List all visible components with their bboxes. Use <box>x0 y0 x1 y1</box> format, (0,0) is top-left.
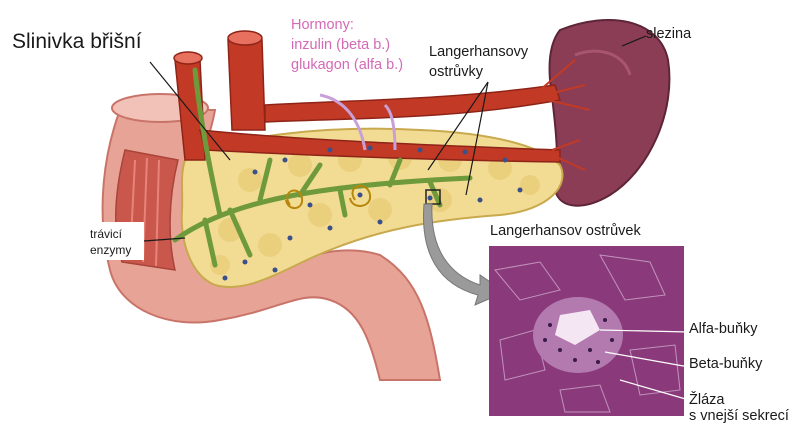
hormones-title: Hormony: <box>291 15 403 35</box>
spleen <box>549 20 669 206</box>
hormone-glucagon: glukagon (alfa b.) <box>291 55 403 75</box>
inset-title: Langerhansov ostrůvek <box>490 223 641 240</box>
hormone-insulin: inzulin (beta b.) <box>291 35 403 55</box>
islets-label: Langerhansovy ostrůvky <box>429 42 528 82</box>
enzymes-line2: enzymy <box>90 242 131 258</box>
islets-line1: Langerhansovy <box>429 42 528 62</box>
gland-line2: s vnejší sekrecí <box>689 408 789 424</box>
hormones-label: Hormony: inzulin (beta b.) glukagon (alf… <box>291 15 403 75</box>
gland-label: Žláza s vnejší sekrecí <box>689 392 789 424</box>
alpha-cells-label: Alfa-buňky <box>689 321 758 338</box>
enzymes-line1: trávicí <box>90 226 131 242</box>
islets-line2: ostrůvky <box>429 62 528 82</box>
beta-cells-label: Beta-buňky <box>689 356 762 373</box>
spleen-label: slezina <box>646 26 691 43</box>
pancreas-title: Slinivka břišní <box>12 30 142 54</box>
gland-line1: Žláza <box>689 392 789 408</box>
histology-inset <box>489 246 689 416</box>
enzymes-label: trávicí enzymy <box>90 226 131 258</box>
